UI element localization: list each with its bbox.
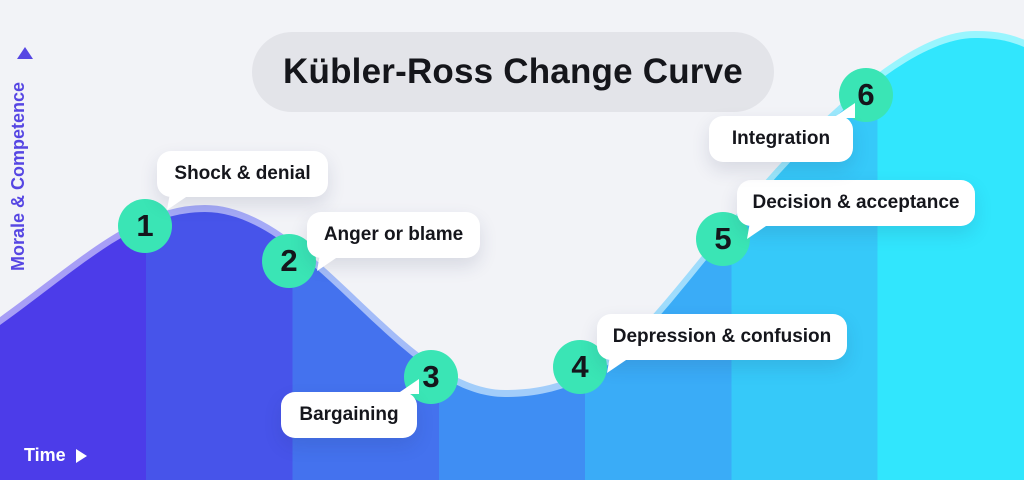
- callout-decision-acceptance: Decision & acceptance: [737, 180, 975, 239]
- callout-bargaining: Bargaining: [281, 379, 419, 438]
- y-axis-label: Morale & Competence: [8, 81, 28, 271]
- stage-number: 6: [857, 77, 875, 112]
- stage-marker-1: 1: [118, 199, 172, 253]
- callout-label: Shock & denial: [174, 163, 311, 184]
- callout-label: Integration: [731, 128, 831, 149]
- stage-number: 2: [280, 243, 298, 278]
- callout-label: Anger or blame: [323, 224, 464, 245]
- callout-depression-confusion: Depression & confusion: [597, 314, 847, 373]
- page-title: Kübler-Ross Change Curve: [283, 52, 743, 91]
- stage-number: 3: [422, 359, 440, 394]
- stage-number: 4: [571, 349, 589, 384]
- callout-label: Depression & confusion: [612, 326, 832, 347]
- stage-number: 1: [136, 208, 154, 243]
- stage-marker-3: 3: [404, 350, 458, 404]
- callout-shock-denial: Shock & denial: [157, 151, 328, 210]
- title-pill: Kübler-Ross Change Curve: [252, 32, 774, 112]
- x-axis-label-text: Time: [24, 445, 66, 465]
- callout-integration: Integration: [709, 103, 855, 162]
- curve-fill: [0, 38, 1024, 480]
- callout-label: Bargaining: [299, 404, 399, 425]
- x-axis-right-arrow-icon: [75, 448, 87, 463]
- x-axis-label: Time: [24, 445, 87, 466]
- callout-anger-blame: Anger or blame: [307, 212, 480, 271]
- stage-number: 5: [714, 221, 732, 256]
- callout-label: Decision & acceptance: [752, 192, 960, 213]
- y-axis-up-arrow-icon: [17, 47, 33, 59]
